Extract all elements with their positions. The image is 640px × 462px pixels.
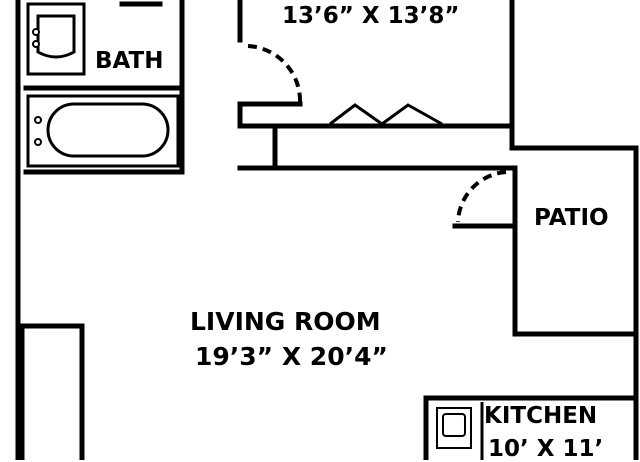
stove-icon xyxy=(436,407,472,449)
bathtub-icon xyxy=(26,94,180,168)
patio-walls xyxy=(452,165,639,337)
closet-outline xyxy=(19,323,85,460)
closet-bifold-door xyxy=(329,103,443,126)
exterior-walls xyxy=(15,0,639,460)
bedroom-walls xyxy=(237,0,515,171)
kitchen-walls xyxy=(423,395,639,460)
patio-label: PATIO xyxy=(534,205,609,231)
bedroom-door-swing xyxy=(247,44,303,103)
kitchen-label: KITCHEN xyxy=(484,403,598,429)
bath-walls xyxy=(23,0,185,175)
patio-door-swing xyxy=(456,170,507,223)
bedroom-dimensions: 13’6” X 13’8” xyxy=(282,3,460,29)
living-room-label: LIVING ROOM xyxy=(190,307,381,336)
living-room-dimensions: 19’3” X 20’4” xyxy=(195,342,388,371)
sink-icon xyxy=(26,2,86,76)
bath-label: BATH xyxy=(95,48,164,74)
kitchen-dimensions: 10’ X 11’ xyxy=(488,436,604,462)
